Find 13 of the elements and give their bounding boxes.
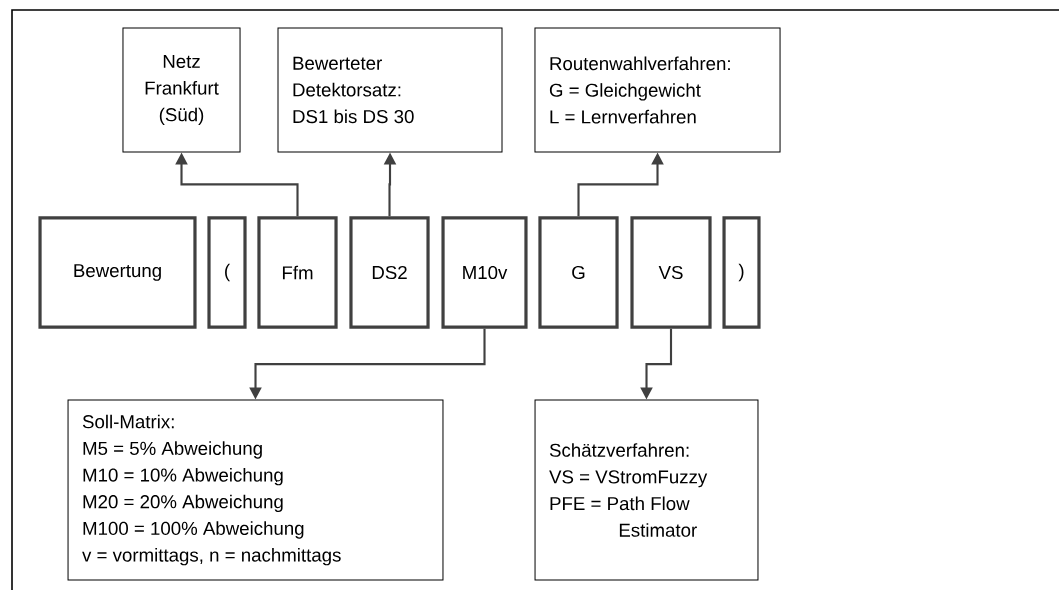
term-box: Ffm bbox=[257, 216, 338, 329]
text-box: Schätzverfahren: VS = VStromFuzzy PFE = Path Flow Estimator bbox=[534, 399, 759, 581]
term-box: G bbox=[538, 216, 619, 329]
text-box: Bewerteter Detektorsatz: DS1 bis DS 30 bbox=[277, 27, 503, 153]
term-box: ) bbox=[722, 216, 761, 329]
term-box: Bewertung bbox=[38, 216, 197, 329]
text-box: Soll-Matrix: M5 = 5% Abweichung M10 = 10% Abweichung M20 = 20% Abweichung M100 = 100% Abweichung v = vormittags, n = nachmittags bbox=[67, 399, 444, 581]
text-box: Routenwahlverfahren: G = Gleichgewicht L = Lernverfahren bbox=[534, 27, 781, 153]
term-box: M10v bbox=[441, 216, 528, 329]
text-box: Netz Frankfurt (Süd) bbox=[122, 27, 241, 153]
term-box: ( bbox=[207, 216, 247, 329]
term-box: VS bbox=[630, 216, 712, 329]
term-box: DS2 bbox=[349, 216, 430, 329]
